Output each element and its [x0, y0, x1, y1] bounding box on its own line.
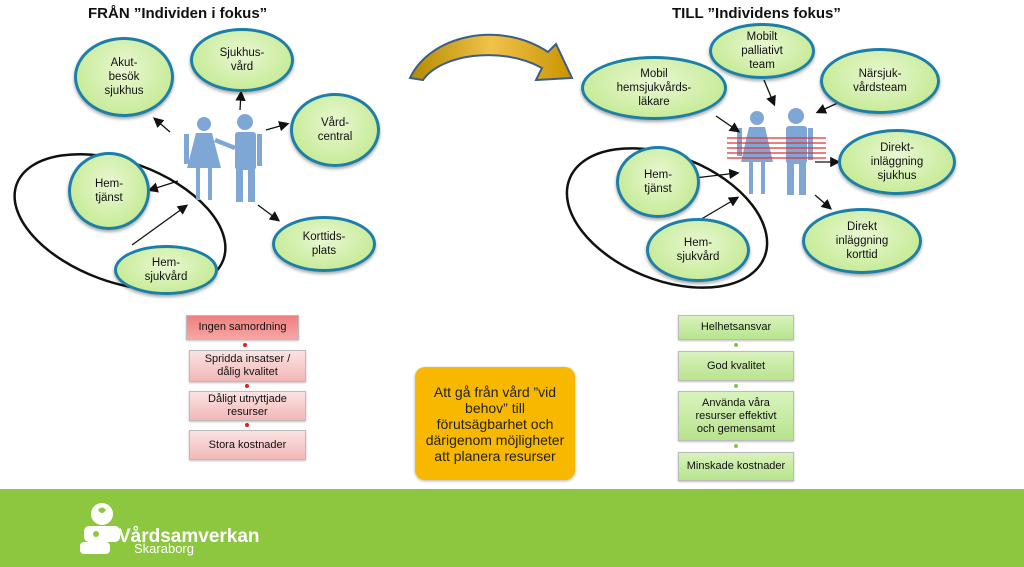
bubble-hemtjanst-left: Hem- tjänst: [68, 152, 150, 230]
bubble-akut-besok: Akut- besök sjukhus: [74, 37, 174, 117]
bubble-hemsjukvard-left: Hem- sjukvård: [114, 245, 218, 295]
step-spridda-insatser: Spridda insatser / dålig kvalitet: [189, 350, 306, 382]
bubble-hemsjukvard-right: Hem- sjukvård: [646, 218, 750, 282]
right-people-figure: [737, 108, 813, 195]
step-helhetsansvar: Helhetsansvar: [678, 315, 794, 340]
bubble-vardcentral: Vård- central: [290, 93, 380, 167]
step-connector: [245, 384, 249, 388]
title-to: TILL ”Individens fokus”: [672, 5, 841, 22]
step-connector: [734, 444, 738, 448]
connection-lines: [727, 137, 826, 159]
bubble-mobil-hemsjukvardslakare: Mobil hemsjukvårds- läkare: [581, 56, 727, 120]
bubble-korttidsplats: Korttids- plats: [272, 216, 376, 272]
title-from: FRÅN ”Individen i fokus”: [88, 5, 268, 22]
step-anvanda-resurser: Använda våra resurser effektivt och geme…: [678, 391, 794, 441]
bubble-mobilt-palliativt-team: Mobilt palliativt team: [709, 23, 815, 79]
left-arrows: [131, 90, 290, 246]
brand-name: Vårdsamverkan: [118, 526, 260, 547]
callout-box: Att gå från vård ”vid behov” till föruts…: [415, 367, 575, 480]
bubble-narsjukvardsteam: Närsjuk- vårdsteam: [820, 48, 940, 114]
bubble-direkt-sjukhus: Direkt- inläggning sjukhus: [838, 129, 956, 195]
bubble-direkt-korttid: Direkt inläggning korttid: [802, 208, 922, 274]
step-ingen-samordning: Ingen samordning: [186, 315, 299, 340]
footer-bar: [0, 489, 1024, 567]
step-connector: [245, 423, 249, 427]
step-connector: [734, 384, 738, 388]
bubble-hemtjanst-right: Hem- tjänst: [616, 146, 700, 218]
step-minskade-kostnader: Minskade kostnader: [678, 452, 794, 481]
left-people-figure: [184, 114, 262, 202]
brand-sub: Skaraborg: [134, 541, 194, 556]
step-daligt-utnyttjade: Dåligt utnyttjade resurser: [189, 391, 306, 421]
step-stora-kostnader: Stora kostnader: [189, 430, 306, 460]
curved-arrow: [408, 33, 574, 82]
step-connector: [243, 343, 247, 347]
bubble-sjukhusvard: Sjukhus- vård: [190, 28, 294, 92]
step-connector: [734, 343, 738, 347]
step-god-kvalitet: God kvalitet: [678, 351, 794, 381]
